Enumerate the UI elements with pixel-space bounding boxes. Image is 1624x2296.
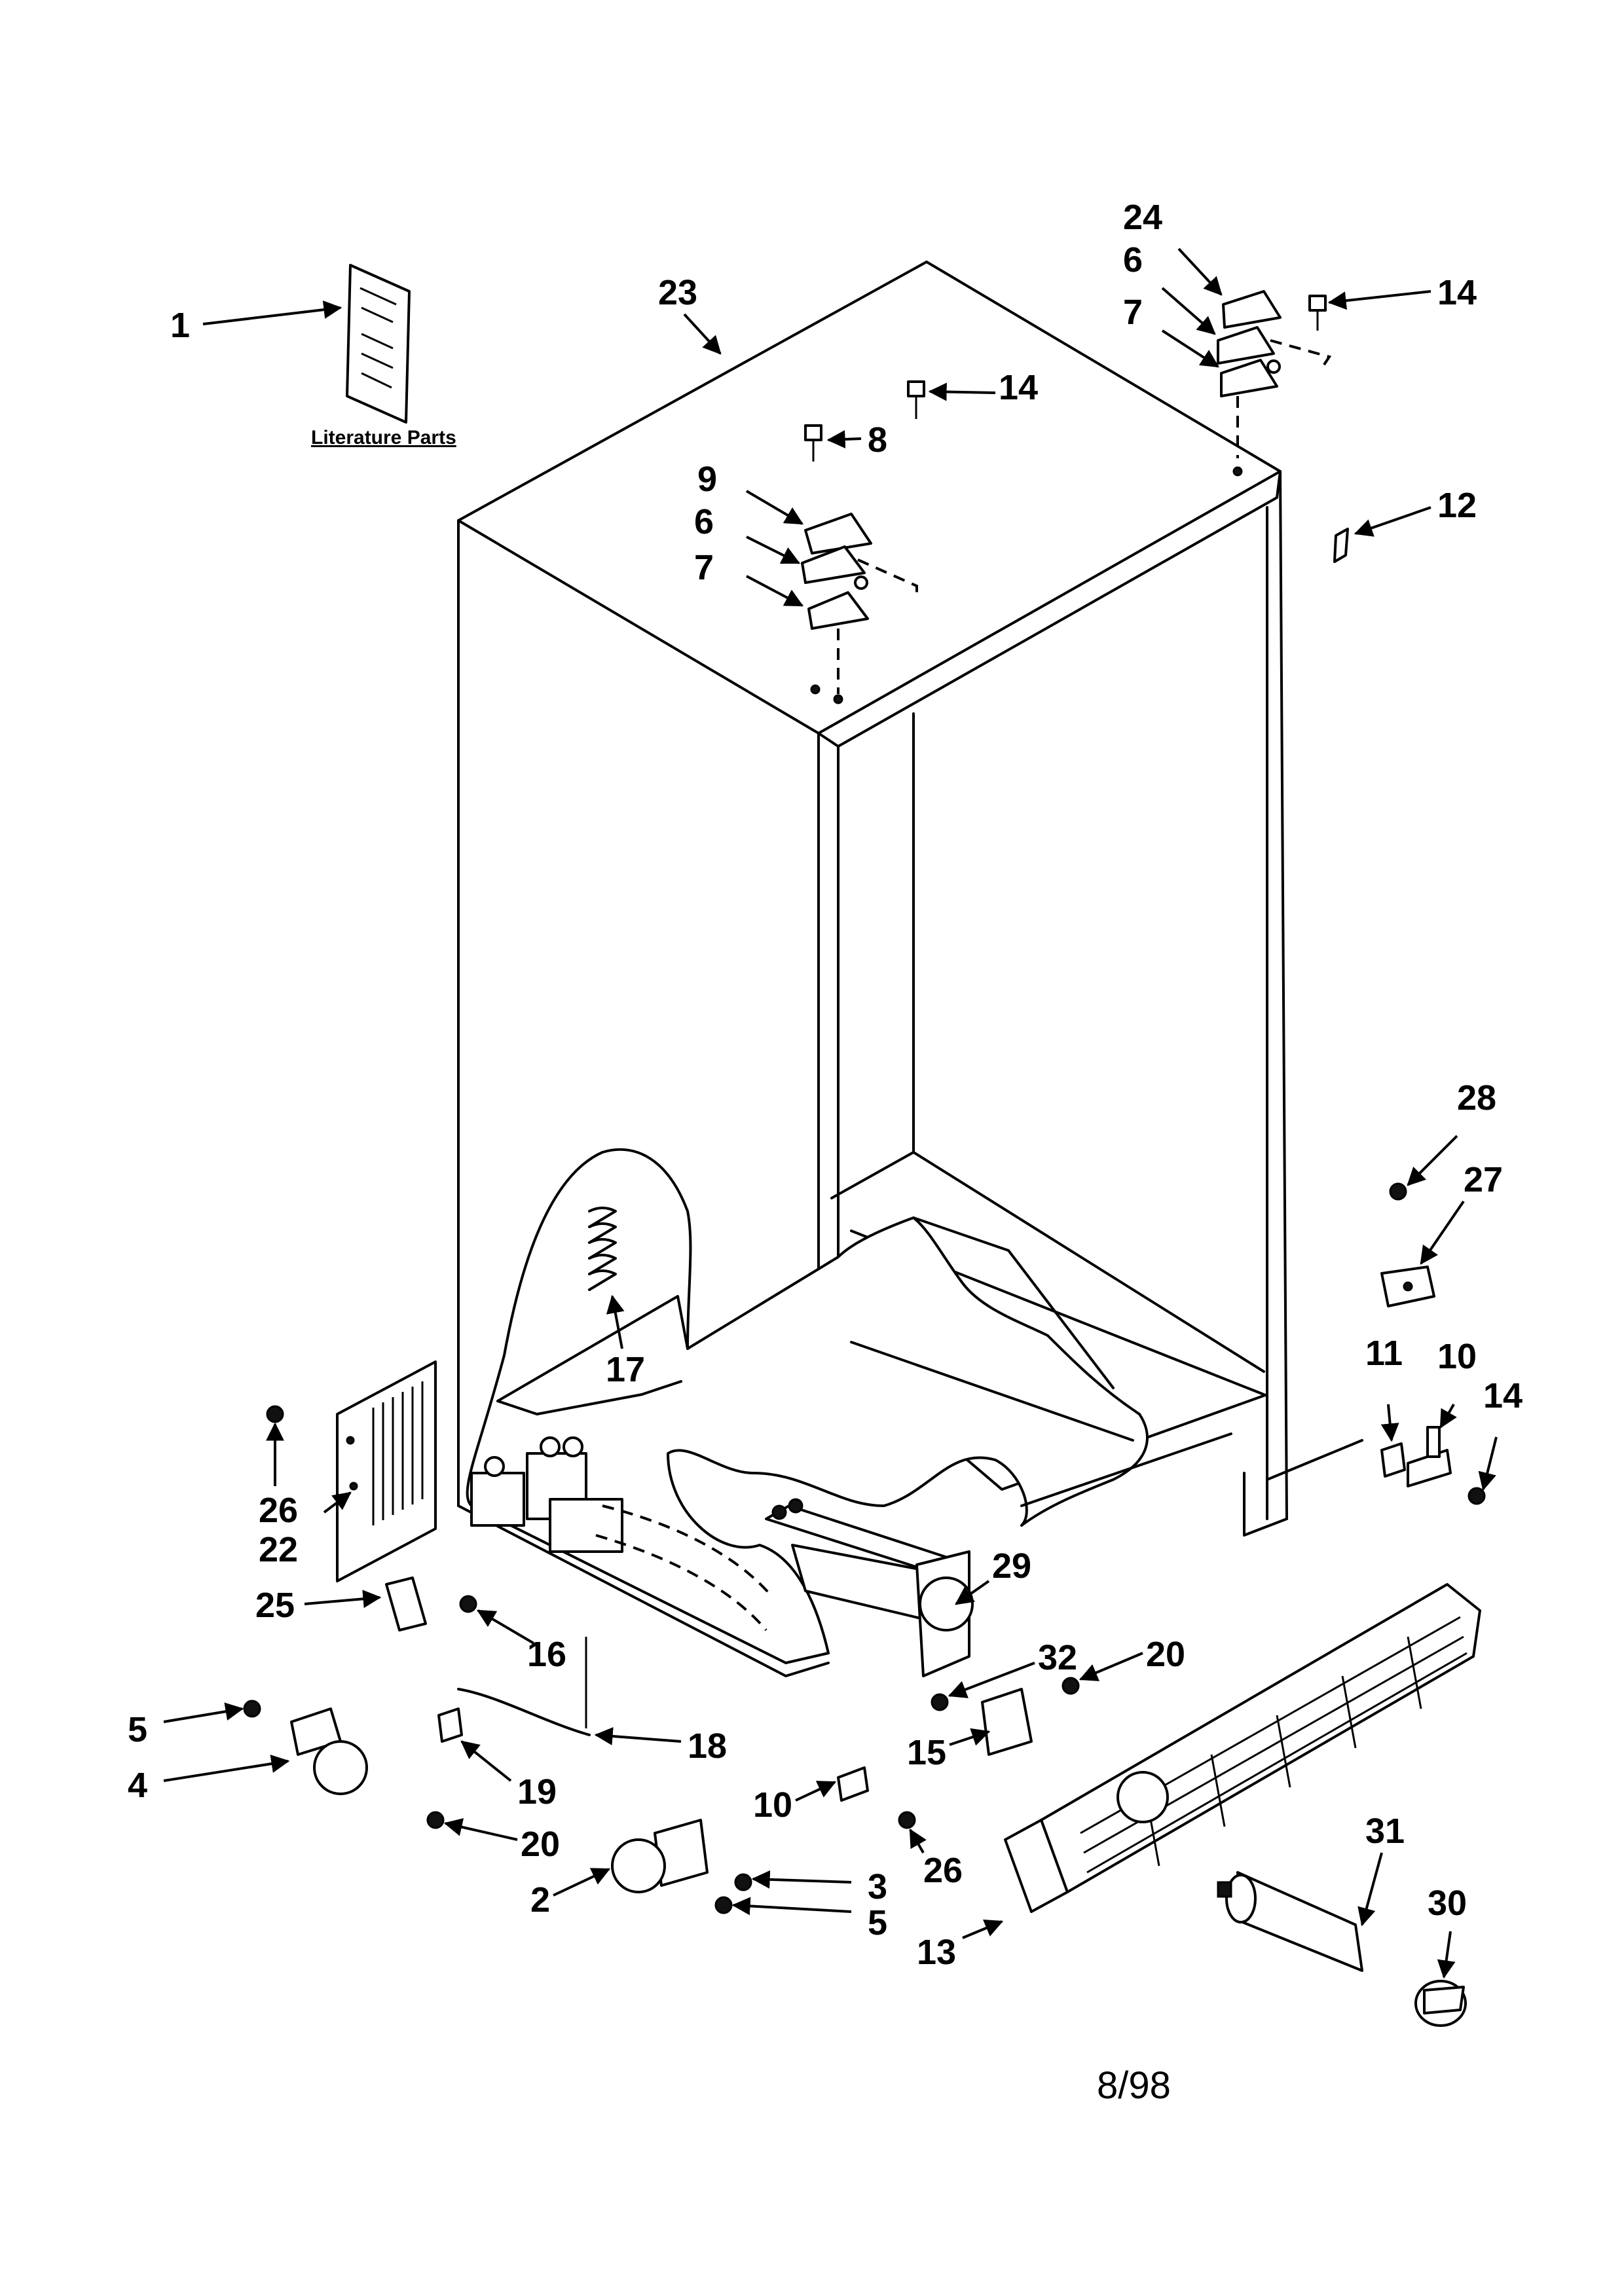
- callout-30: 30: [1428, 1884, 1467, 1923]
- callout-14b: 14: [1437, 273, 1477, 312]
- roller-4: [290, 1707, 368, 1795]
- spring-part: [588, 1207, 617, 1291]
- date-code: 8/98: [1097, 2064, 1171, 2107]
- callout-27: 27: [1464, 1160, 1503, 1199]
- refrigerator-cabinet: [457, 261, 1363, 1677]
- leader-lines: [163, 247, 1498, 1979]
- callout-26a: 26: [259, 1491, 298, 1530]
- tube-18: [437, 1637, 591, 1743]
- callout-31: 31: [1365, 1812, 1405, 1851]
- callout-8: 8: [868, 420, 887, 460]
- callout-4: 4: [128, 1766, 147, 1805]
- callout-24: 24: [1123, 198, 1162, 237]
- water-filter-31: [1217, 1871, 1363, 1972]
- callout-16: 16: [527, 1635, 566, 1674]
- side-panel-22: [336, 1360, 437, 1582]
- top-hinge-right: [1217, 290, 1349, 563]
- callout-10a: 10: [1437, 1337, 1477, 1376]
- callout-32: 32: [1038, 1638, 1077, 1677]
- callout-6a: 6: [694, 502, 714, 541]
- callout-3: 3: [868, 1867, 887, 1906]
- callout-17: 17: [606, 1350, 645, 1389]
- callout-11: 11: [1365, 1334, 1403, 1373]
- bracket-27: [1380, 1266, 1435, 1307]
- callout-20a: 20: [1146, 1635, 1185, 1674]
- filter-cap-30: [1414, 1980, 1467, 2027]
- callout-10b: 10: [753, 1785, 792, 1825]
- callout-26b: 26: [923, 1851, 963, 1890]
- clip-25: [385, 1576, 427, 1631]
- callout-5a: 5: [128, 1710, 147, 1749]
- callout-7a: 7: [694, 548, 714, 587]
- callout-23: 23: [658, 273, 697, 312]
- callout-20b: 20: [521, 1825, 560, 1864]
- callout-2: 2: [530, 1880, 550, 1920]
- roller-2: [611, 1819, 709, 1893]
- callout-7b: 7: [1123, 293, 1143, 332]
- base-grille-13: [1004, 1583, 1481, 1913]
- callout-1: 1: [170, 306, 190, 345]
- right-bracket-10-11: [1380, 1426, 1452, 1487]
- callout-14c: 14: [1483, 1376, 1522, 1415]
- drain-tube: [595, 1504, 774, 1631]
- cabinet-cutaway: [466, 1148, 1232, 1664]
- literature-parts-booklet: [346, 264, 411, 424]
- callout-6b: 6: [1123, 240, 1143, 280]
- bracket-15: [981, 1688, 1033, 1756]
- callout-labels: 1 Literature Parts 23 8 9 6 7 14 24 6 7 …: [128, 198, 1522, 2107]
- callout-15: 15: [907, 1733, 946, 1772]
- callout-19: 19: [517, 1772, 557, 1812]
- callout-5b: 5: [868, 1903, 887, 1942]
- callout-22: 22: [259, 1530, 298, 1569]
- callout-12: 12: [1437, 486, 1477, 525]
- screws: [243, 1182, 1486, 1914]
- callout-25: 25: [255, 1586, 295, 1625]
- top-hinge-center: [801, 380, 925, 704]
- callout-18: 18: [688, 1726, 727, 1766]
- callout-14a: 14: [999, 368, 1038, 407]
- callout-9: 9: [697, 460, 717, 499]
- callout-28: 28: [1457, 1078, 1496, 1118]
- callout-13: 13: [917, 1933, 956, 1972]
- callout-29: 29: [992, 1546, 1031, 1586]
- clip-10-lower: [837, 1766, 869, 1802]
- literature-caption: Literature Parts: [311, 427, 456, 448]
